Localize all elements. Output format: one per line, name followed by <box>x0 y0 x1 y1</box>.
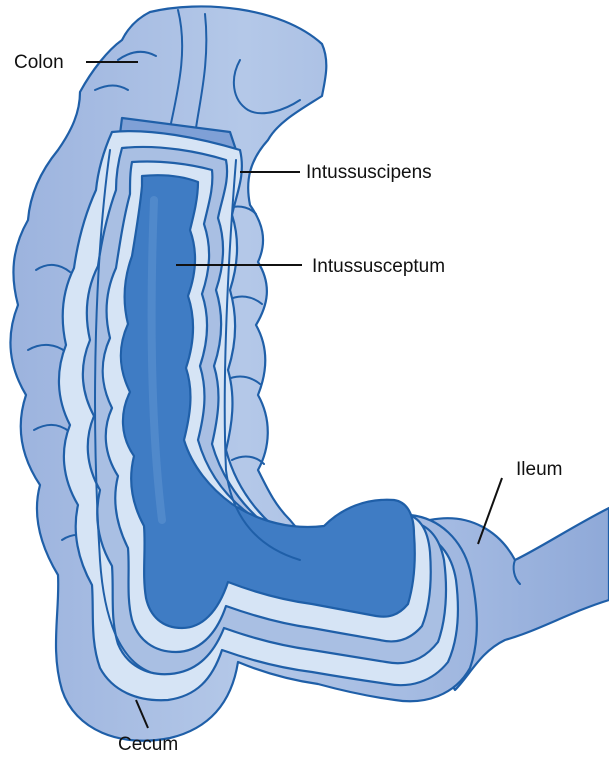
cecum-label: Cecum <box>118 734 178 755</box>
ileum-label: Ileum <box>516 459 562 480</box>
colon-label: Colon <box>14 52 64 73</box>
intussuscipiens-label: Intussuscipens <box>306 162 432 183</box>
lumen <box>121 175 415 628</box>
intussusceptum-label: Intussusceptum <box>312 256 445 277</box>
